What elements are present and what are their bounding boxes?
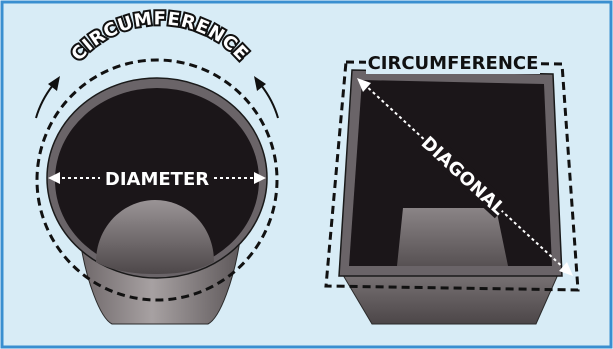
diameter-label: DIAMETER <box>105 169 209 190</box>
square-container: CIRCUMFERENCE DIAGONAL <box>324 50 580 325</box>
diagonal-line <box>363 83 567 271</box>
diagonal-label-bg <box>418 131 510 219</box>
round-container-inner-base <box>96 200 214 274</box>
diagonal-arrowhead-top <box>357 78 371 92</box>
round-circumference-outline <box>35 58 279 302</box>
square-container-body <box>339 269 561 325</box>
square-circumference-label: CIRCUMFERENCE <box>368 53 539 74</box>
circumference-arrow-right <box>260 84 279 119</box>
square-circumference-label-bg <box>366 50 540 74</box>
square-container-inner-base <box>397 208 508 266</box>
round-container-opening <box>55 88 259 272</box>
diameter-arrowhead-right <box>254 172 266 184</box>
diagonal-arrowhead-bottom <box>559 262 573 276</box>
circumference-arrowhead-left <box>48 76 60 91</box>
circumference-arrow-left <box>35 84 54 119</box>
diameter-arrowhead-left <box>48 172 60 184</box>
circumference-arrowhead-right <box>254 76 266 91</box>
